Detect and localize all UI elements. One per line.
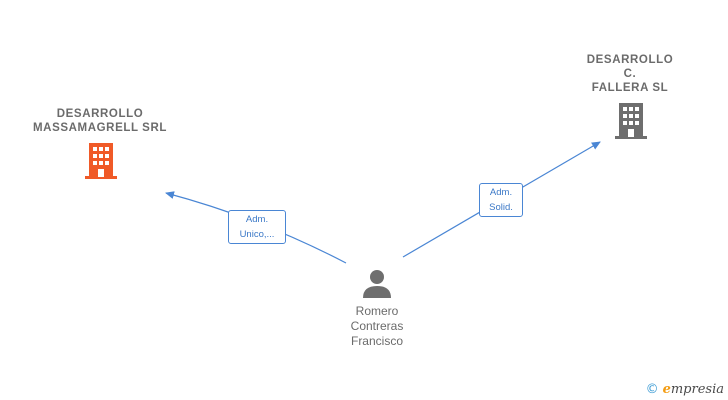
edge-label-adm-solid-line-2: Solid. (489, 202, 513, 213)
building-icon[interactable] (85, 143, 117, 179)
empresia-logo: ©empresia (646, 382, 724, 397)
edge-label-adm-unico[interactable]: Adm. Unico,... (228, 210, 286, 244)
building-icon[interactable] (615, 103, 647, 139)
person-icon[interactable] (362, 268, 392, 298)
edge-label-adm-solid-line-1: Adm. (489, 187, 513, 198)
company-fallera-line-2: C. (623, 68, 637, 80)
edge-label-adm-unico-line-1: Adm. (245, 214, 269, 225)
edge-label-adm-solid[interactable]: Adm. Solid. (479, 183, 523, 217)
company-fallera-line-1: DESARROLLO (586, 54, 674, 66)
person-line-1: Romero (355, 304, 399, 318)
company-massamagrell-line-2: MASSAMAGRELL SRL (33, 122, 167, 134)
edge-label-adm-unico-line-2: Unico,... (239, 229, 275, 240)
brand-e: e (662, 382, 671, 397)
person-line-3: Francisco (350, 334, 403, 348)
brand-rest: mpresia (670, 382, 724, 397)
person-label[interactable]: Romero Contreras Francisco (320, 304, 434, 349)
company-fallera-label[interactable]: DESARROLLO C. FALLERA SL (568, 53, 692, 95)
company-massamagrell-label[interactable]: DESARROLLO MASSAMAGRELL SRL (18, 107, 182, 135)
person-line-2: Contreras (350, 319, 404, 333)
company-massamagrell-line-1: DESARROLLO (56, 108, 144, 120)
copyright-icon: © (645, 382, 659, 397)
company-fallera-line-3: FALLERA SL (591, 82, 669, 94)
